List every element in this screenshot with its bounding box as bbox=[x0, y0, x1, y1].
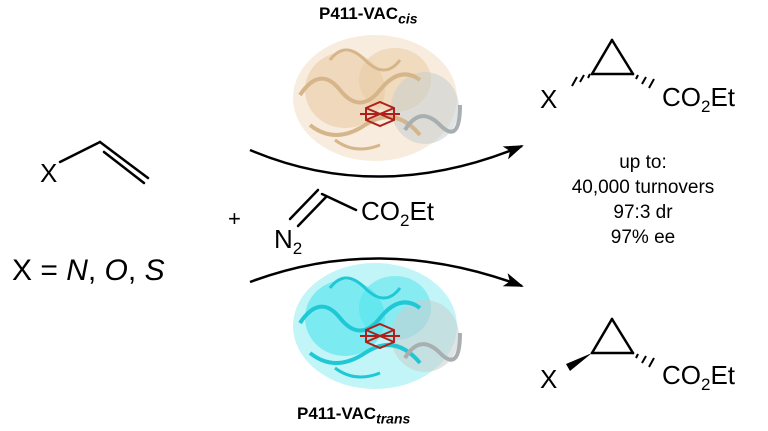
enzyme-label-bottom: P411-VACtrans bbox=[297, 404, 410, 426]
product-bottom-ester-sub: 2 bbox=[701, 375, 711, 395]
separator-1: , bbox=[87, 254, 105, 287]
atom-n: N bbox=[66, 254, 88, 287]
diazo-ester-co: CO bbox=[361, 196, 400, 226]
vinyl-bonds bbox=[58, 140, 150, 185]
atom-s: S bbox=[144, 254, 165, 287]
diazo-n2: N2 bbox=[274, 226, 302, 257]
enzyme-cis-structure bbox=[293, 35, 462, 161]
diazo-n-sub: 2 bbox=[292, 239, 303, 259]
product-top-ester-co: CO bbox=[662, 82, 701, 112]
conditions-turnovers: 40,000 turnovers bbox=[571, 177, 715, 198]
reaction-conditions: up to: 40,000 turnovers 97:3 dr 97% ee bbox=[568, 150, 718, 250]
enzyme-name-bottom: P411-VAC bbox=[297, 404, 377, 423]
diazo-n: N bbox=[274, 224, 293, 254]
substrate-definition: X = N, O, S bbox=[12, 256, 165, 286]
hashed-bond-right-cis bbox=[635, 74, 655, 89]
separator-2: , bbox=[127, 254, 145, 287]
diazo-ester: CO2Et bbox=[361, 198, 434, 229]
product-bottom-x: X bbox=[540, 364, 558, 394]
product-top-ester-et: Et bbox=[710, 82, 736, 112]
product-bottom-ester-co: CO bbox=[662, 360, 701, 390]
enzyme-trans-structure bbox=[293, 263, 462, 389]
enzyme-label-top: P411-VACcis bbox=[319, 4, 418, 26]
plus-sign: + bbox=[228, 206, 241, 231]
conditions-up-to: up to: bbox=[619, 152, 667, 173]
definition-prefix: X = bbox=[12, 254, 67, 287]
product-top-x: X bbox=[540, 84, 558, 114]
conditions-dr: 97:3 dr bbox=[613, 202, 673, 223]
cyclopropane-trans bbox=[590, 317, 635, 355]
wedge-bond-trans bbox=[566, 353, 592, 371]
atom-o: O bbox=[104, 254, 128, 287]
substrate-x-label: X bbox=[40, 158, 58, 188]
diazo-ester-et: Et bbox=[409, 196, 435, 226]
diazo-bonds bbox=[288, 188, 358, 228]
arrow-bottom bbox=[249, 257, 524, 288]
cyclopropane-cis bbox=[590, 38, 635, 76]
product-top-ester: CO2Et bbox=[662, 84, 735, 115]
enzyme-name-top: P411-VAC bbox=[319, 4, 399, 23]
arrow-top bbox=[249, 144, 524, 178]
enzyme-subscript-bottom: trans bbox=[376, 410, 411, 427]
product-bottom-ester-et: Et bbox=[710, 360, 736, 390]
enzyme-subscript-top: cis bbox=[398, 10, 418, 27]
conditions-ee: 97% ee bbox=[610, 227, 676, 248]
product-bottom-ester: CO2Et bbox=[662, 362, 735, 393]
product-top-ester-sub: 2 bbox=[701, 97, 711, 117]
diazo-ester-sub: 2 bbox=[400, 211, 410, 231]
hashed-bond-left-cis bbox=[571, 73, 591, 87]
hashed-bond-right-trans bbox=[635, 353, 655, 368]
